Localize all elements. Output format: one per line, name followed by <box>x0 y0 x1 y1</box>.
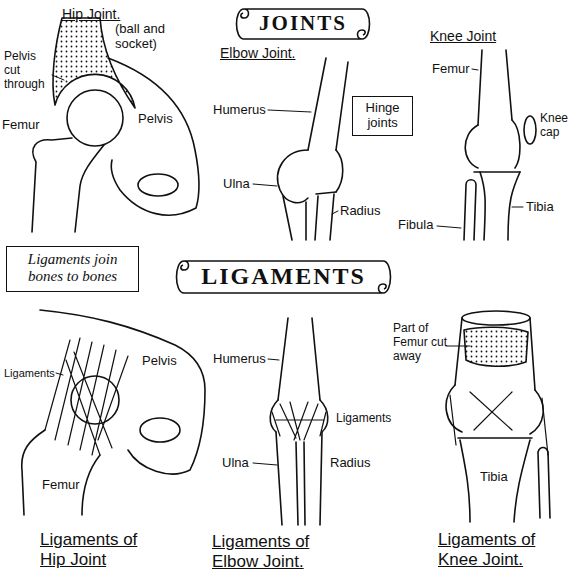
femur-cut-section <box>464 327 528 366</box>
part-label: Tibia <box>526 200 554 215</box>
tibia-outline <box>460 440 530 522</box>
leader-line <box>56 373 63 375</box>
fibula-outline <box>464 180 476 240</box>
leader-line <box>253 359 279 465</box>
ulna-outline <box>283 196 306 240</box>
part-label: Humerus <box>213 352 266 367</box>
part-label: Part of Femur cut away <box>393 322 455 363</box>
part-label: Humerus <box>213 103 266 118</box>
note-box: Ligaments join bones to bones <box>6 246 139 292</box>
part-label: Pelvis cut through <box>4 50 50 91</box>
banner-title-text: JOINTS <box>259 11 347 36</box>
femur-head <box>67 90 123 146</box>
part-label: Radius <box>330 456 370 471</box>
knee-ligaments-drawing <box>446 311 550 522</box>
pelvis-foramen <box>140 418 180 442</box>
hip-ligaments-drawing <box>22 310 205 515</box>
radius-outline <box>315 192 336 240</box>
elbow-condyles <box>278 150 343 203</box>
leader-line <box>437 69 523 228</box>
note-box-text: Hinge joints <box>360 100 406 130</box>
scroll-outline <box>177 261 391 293</box>
femur-outline <box>22 430 100 515</box>
figure-caption: Ligaments of Elbow Joint. <box>212 532 342 571</box>
humerus-outline <box>308 58 348 150</box>
pelvis-outline <box>40 310 205 474</box>
humerus-outline <box>278 318 320 400</box>
knee-joint-drawing <box>437 50 536 240</box>
scroll-outline <box>237 9 370 39</box>
part-label: Pelvis <box>142 354 177 369</box>
radius-outline <box>304 432 322 525</box>
femur-outline <box>75 145 104 232</box>
tibia-outline <box>480 172 520 240</box>
figure-caption: Ligaments of Knee Joint. <box>438 530 573 569</box>
part-label: Ulna <box>222 456 249 471</box>
elbow-joint-drawing <box>253 58 348 240</box>
part-label: Ulna <box>223 177 250 192</box>
elbow-ligaments-drawing <box>253 318 328 525</box>
femur-outline <box>478 50 512 125</box>
ligament-strands <box>45 338 128 455</box>
note-box: Hinge joints <box>352 96 413 136</box>
part-label: Knee cap <box>540 112 574 140</box>
part-label: Femur <box>42 478 80 493</box>
pelvis-outline <box>108 58 199 215</box>
joint-title: Elbow Joint. <box>220 45 295 61</box>
part-label: Ligaments <box>4 367 55 380</box>
part-label: Pelvis <box>138 112 173 127</box>
knee-condyles <box>446 385 543 438</box>
part-label: (ball and socket) <box>115 22 177 52</box>
knee-cap <box>524 116 536 144</box>
femur-cut-top <box>462 311 530 325</box>
knee-condyles <box>465 120 520 172</box>
leader-line <box>52 75 64 80</box>
figure-caption: Ligaments of Hip Joint <box>40 530 155 569</box>
hip-joint-drawing <box>32 18 199 232</box>
joint-title: Knee Joint <box>430 28 496 44</box>
banner-title: JOINTS <box>232 6 374 42</box>
pelvis-foramen <box>138 174 178 196</box>
femur-outline <box>32 138 72 232</box>
part-label: Femur <box>2 118 40 133</box>
ligament-strands <box>272 402 326 440</box>
joint-title: Hip Joint. <box>62 6 120 22</box>
part-label: Fibula <box>398 218 433 233</box>
femur-outline <box>455 318 535 390</box>
note-box-text: Ligaments join bones to bones <box>15 251 131 285</box>
part-label: Tibia <box>480 470 508 485</box>
fibula-outline <box>538 448 550 519</box>
leader-line <box>253 110 338 214</box>
banner-title: LIGAMENTS <box>172 258 395 296</box>
leader-line <box>446 346 470 347</box>
ulna-outline <box>276 432 298 525</box>
banner-title-text: LIGAMENTS <box>201 263 366 290</box>
part-label: Ligaments <box>336 412 391 426</box>
part-label: Radius <box>340 204 380 219</box>
part-label: Femur <box>432 62 470 77</box>
ligament-strands <box>450 392 548 455</box>
